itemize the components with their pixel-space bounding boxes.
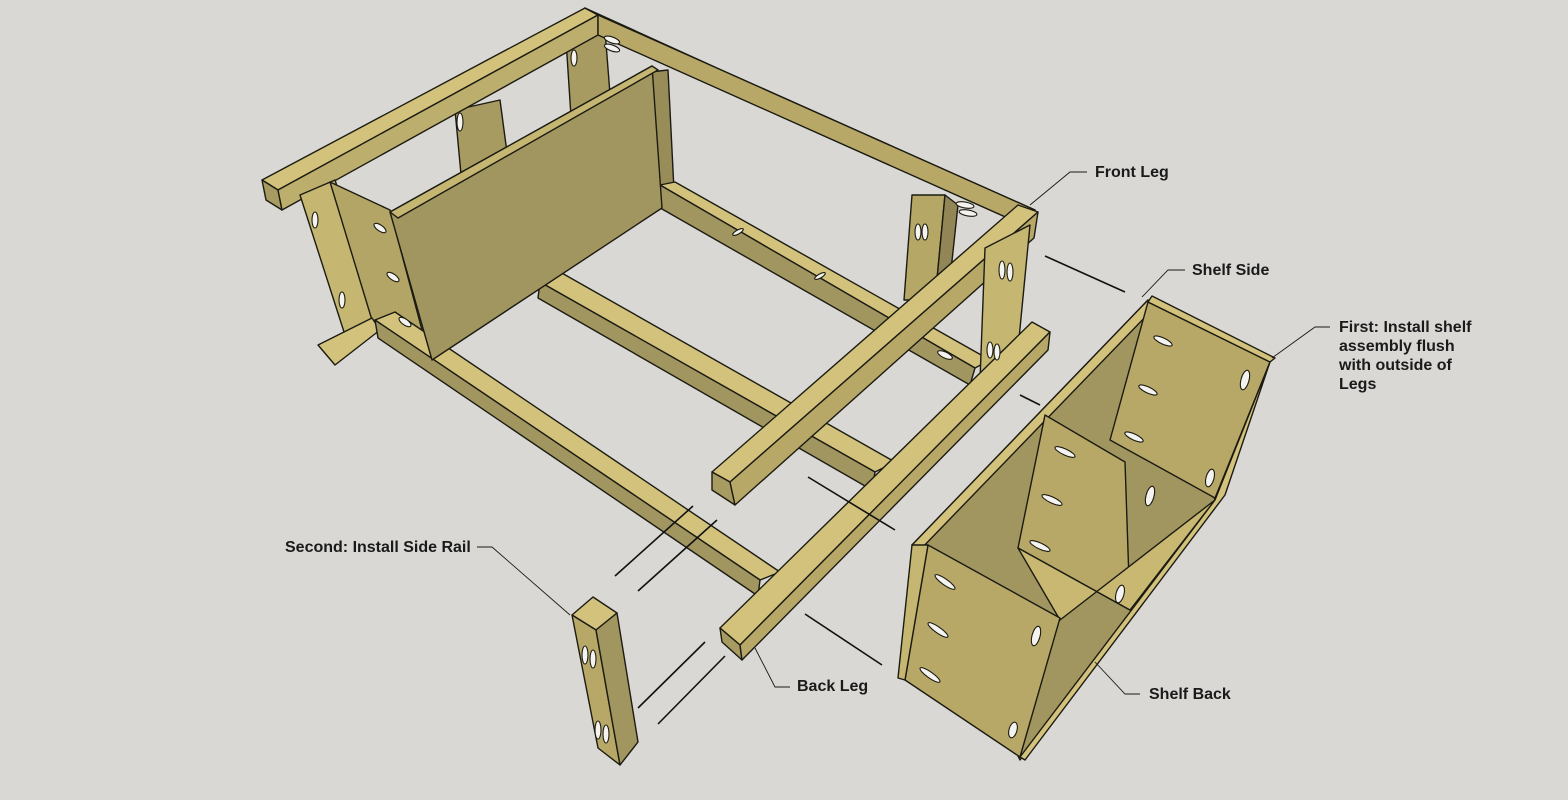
shelf-right-edge: [1019, 361, 1271, 761]
back-leg: [719, 321, 1051, 661]
front-leg-label: Front Leg: [1095, 164, 1169, 181]
front-leg: [711, 204, 1039, 506]
left-leg-assembly: [299, 179, 431, 366]
second-step-label: Second: Install Side Rail: [285, 539, 471, 556]
shelf-side-edge: [1147, 295, 1276, 363]
shelf-front-edge: [897, 544, 929, 681]
leader-lines: [477, 171, 1330, 695]
shelf-back-label: Shelf Back: [1149, 686, 1231, 703]
back-leg-label: Back Leg: [797, 678, 869, 695]
pocket-holes: [311, 35, 1251, 744]
first-step-label: First: Install shelf assembly flush with…: [1339, 319, 1472, 393]
end-panel: [389, 65, 663, 361]
shelf-side-label: Shelf Side: [1192, 262, 1270, 279]
explode-lines: [614, 255, 1126, 725]
shelf-assembly: [897, 295, 1276, 761]
